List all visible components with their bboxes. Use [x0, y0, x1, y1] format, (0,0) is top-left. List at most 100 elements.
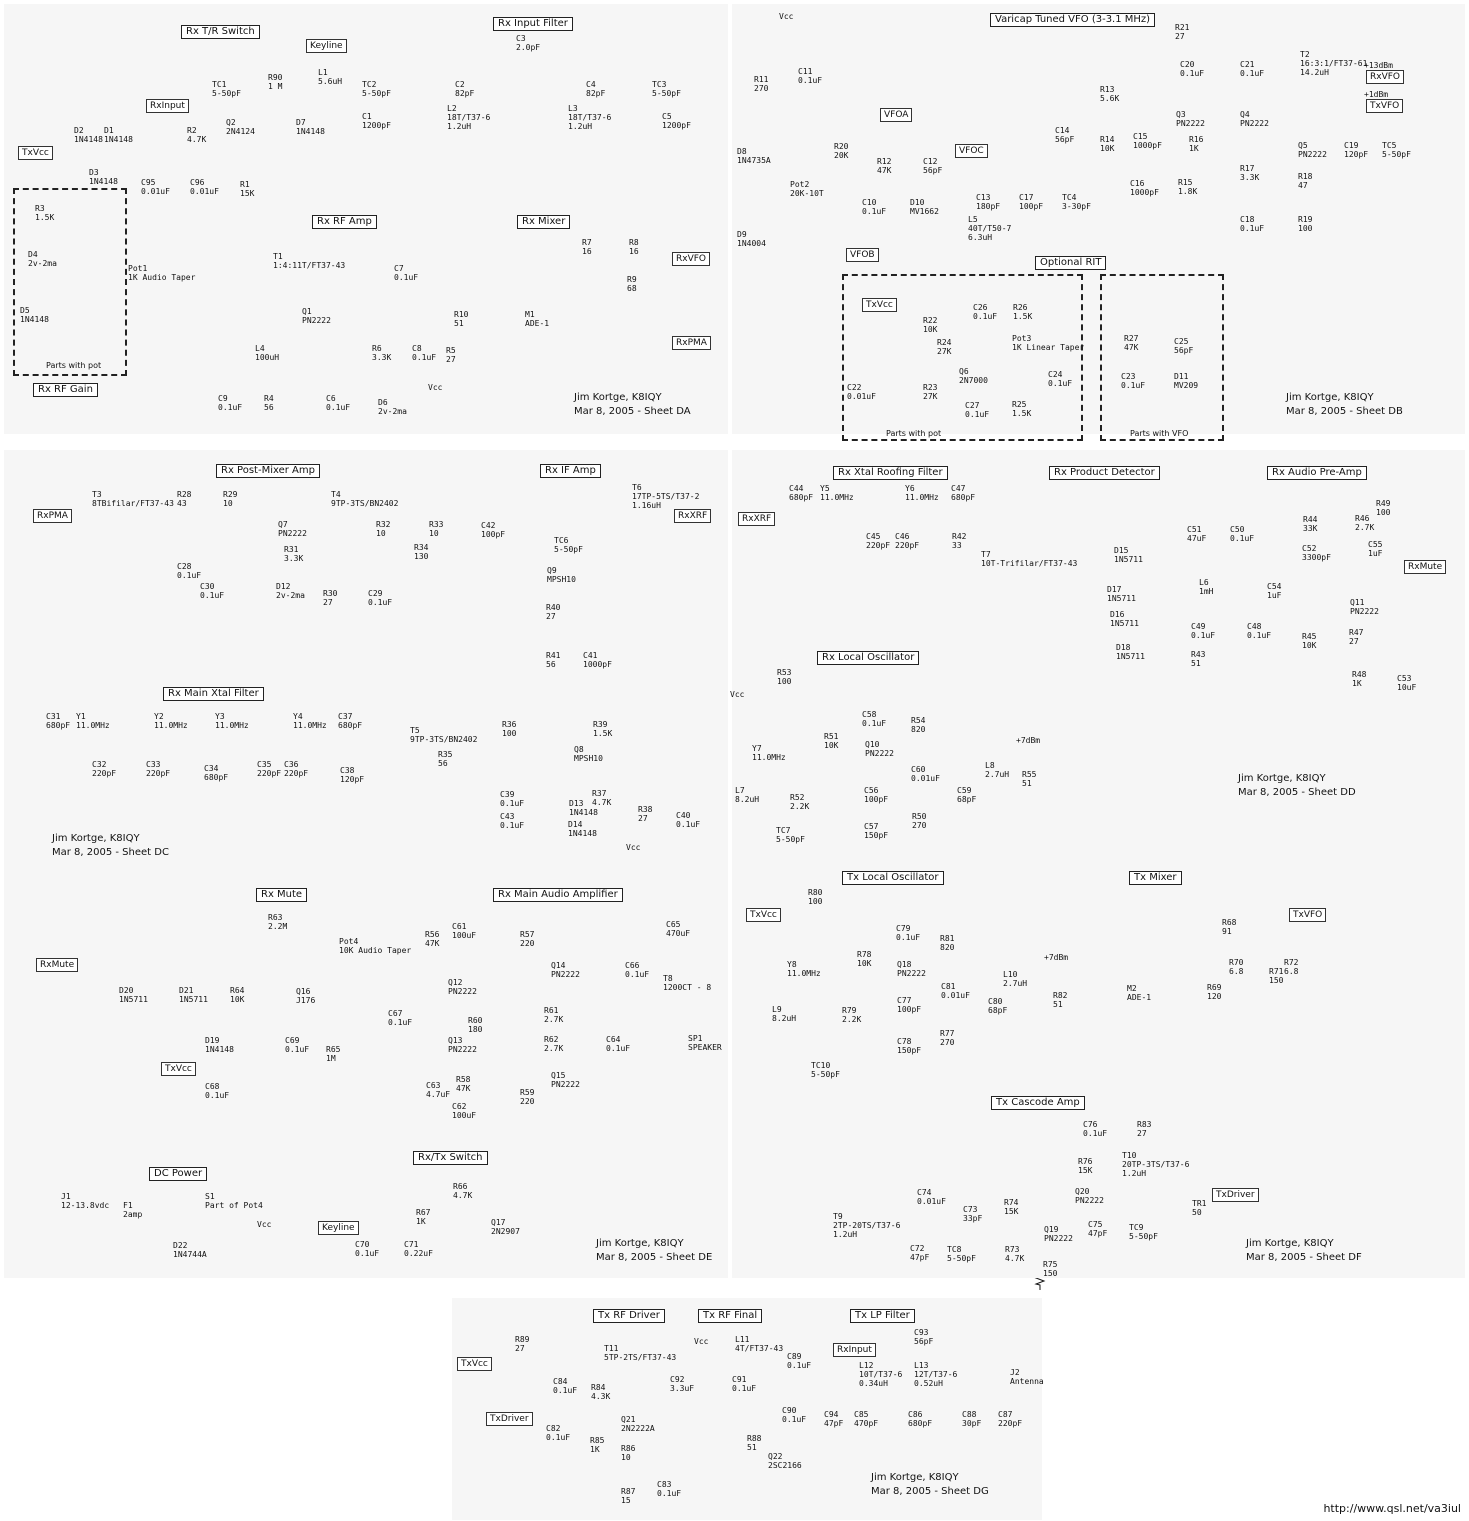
component-label: 11.0MHz — [76, 721, 110, 730]
footer-url[interactable]: http://www.qsl.net/va3iul — [1323, 1502, 1461, 1515]
component-label: R4 — [264, 394, 274, 403]
section-title-dd-3: Rx Local Oscillator — [817, 651, 920, 665]
component-label: 0.1uF — [500, 821, 525, 830]
section-title-de-2: DC Power — [149, 1167, 208, 1181]
component-label: C51 — [1187, 525, 1202, 534]
component-label: 10K — [824, 741, 839, 750]
component-label: 56pF — [914, 1337, 934, 1346]
component-label: 0.1uF — [285, 1045, 310, 1054]
component-label: PN2222 — [1298, 150, 1327, 159]
component-label: 2SC2166 — [768, 1461, 802, 1470]
component-label: D1 — [104, 126, 114, 135]
component-label: Q6 — [959, 367, 969, 376]
component-label: T1 — [273, 252, 283, 261]
level-label: +13dBm — [1364, 61, 1393, 70]
component-label: 16 — [629, 247, 639, 256]
component-label: 3.3K — [1240, 173, 1260, 182]
component-label: C47 — [951, 484, 966, 493]
component-label: ADE-1 — [1127, 993, 1152, 1002]
component-label: R9 — [627, 275, 637, 284]
component-label: C16 — [1130, 179, 1145, 188]
component-label: L9 — [772, 1005, 782, 1014]
component-label: R69 — [1207, 983, 1222, 992]
component-label: 820 — [911, 725, 926, 734]
net-label-keyline: Keyline — [306, 39, 347, 53]
component-label: 0.1uF — [177, 571, 202, 580]
component-label: 4.7K — [453, 1191, 473, 1200]
component-label: 1N5711 — [119, 995, 148, 1004]
component-label: R28 — [177, 490, 192, 499]
component-label: C20 — [1180, 60, 1195, 69]
component-label: R52 — [790, 793, 805, 802]
net-label-txdriver: TxDriver — [486, 1412, 533, 1426]
component-label: D7 — [296, 118, 306, 127]
component-label: 1.2uH — [447, 122, 472, 131]
component-label: 6.8 — [1284, 967, 1299, 976]
component-label: D22 — [173, 1241, 188, 1250]
component-label: C93 — [914, 1328, 929, 1337]
component-label: R32 — [376, 520, 391, 529]
component-label: 120 — [1207, 992, 1222, 1001]
component-label: 33pF — [963, 1214, 983, 1223]
component-label: C80 — [988, 997, 1003, 1006]
component-label: 100 — [808, 897, 823, 906]
component-label: L11 — [735, 1335, 750, 1344]
component-label: 680pF — [338, 721, 363, 730]
component-label: 100 — [1376, 508, 1391, 517]
component-label: R74 — [1004, 1198, 1019, 1207]
component-label: 0.1uF — [862, 719, 887, 728]
net-label-keyline: Keyline — [318, 1221, 359, 1235]
component-label: Q10 — [865, 740, 880, 749]
component-label: 270 — [912, 821, 927, 830]
component-label: MV1662 — [910, 207, 939, 216]
component-label: 680pF — [204, 773, 229, 782]
component-label: C61 — [452, 922, 467, 931]
component-label: Q13 — [448, 1036, 463, 1045]
credit-author: Jim Kortge, K8IQY — [1246, 1238, 1334, 1249]
component-label: 68pF — [957, 795, 977, 804]
component-label: 1000pF — [583, 660, 612, 669]
sheet-de — [4, 868, 728, 1278]
net-label-rxxrf: RxXRF — [674, 509, 712, 523]
component-label: T4 — [331, 490, 341, 499]
component-label: Y6 — [905, 484, 915, 493]
net-label-txvcc: TxVcc — [457, 1357, 492, 1371]
section-title-dg-1: Tx RF Final — [698, 1309, 763, 1323]
component-label: 120pF — [340, 775, 365, 784]
component-label: Q12 — [448, 978, 463, 987]
component-label: 0.1uF — [500, 799, 525, 808]
component-label: C31 — [46, 712, 61, 721]
sheet-db — [732, 4, 1465, 434]
component-label: C76 — [1083, 1120, 1098, 1129]
component-label: 3.3uF — [670, 1384, 695, 1393]
component-label: 5TP-2TS/FT37-43 — [604, 1353, 677, 1362]
component-label: L1 — [318, 68, 328, 77]
component-label: 1.5K — [1013, 312, 1033, 321]
component-label: 10T/T37-6 — [859, 1370, 903, 1379]
component-label: D20 — [119, 986, 134, 995]
net-label-vcc: Vcc — [694, 1337, 709, 1346]
component-label: 10K — [230, 995, 245, 1004]
component-label: 1N4148 — [569, 808, 598, 817]
component-label: R23 — [923, 383, 938, 392]
component-label: R41 — [546, 651, 561, 660]
component-label: 2N4124 — [226, 127, 255, 136]
net-label-vcc: Vcc — [428, 383, 443, 392]
component-label: R22 — [923, 316, 938, 325]
component-label: PN2222 — [302, 316, 331, 325]
component-label: PN2222 — [1075, 1196, 1104, 1205]
component-label: 0.1uF — [676, 820, 701, 829]
component-label: R85 — [590, 1436, 605, 1445]
component-label: D10 — [910, 198, 925, 207]
component-label: T8 — [663, 974, 673, 983]
component-label: Q2 — [226, 118, 236, 127]
sheet-dc — [4, 450, 728, 868]
component-label: C52 — [1302, 544, 1317, 553]
component-label: 3.3K — [372, 353, 392, 362]
component-label: R31 — [284, 545, 299, 554]
component-label: 1K — [1352, 679, 1362, 688]
component-label: 5-50pF — [947, 1254, 976, 1263]
component-label: C12 — [923, 157, 938, 166]
component-label: 47 — [1298, 181, 1308, 190]
component-label: C34 — [204, 764, 219, 773]
